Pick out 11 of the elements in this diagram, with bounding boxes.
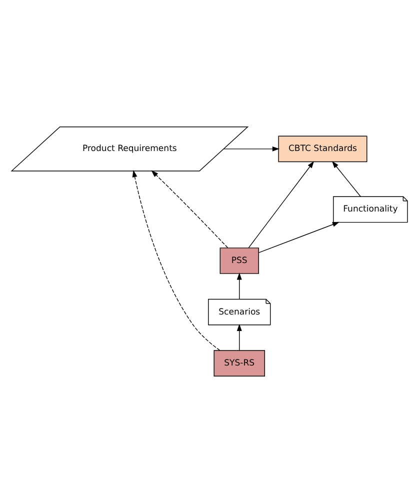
node-box: CBTC Standards (278, 135, 368, 162)
arrow (236, 323, 242, 350)
node-box: SYS-RS (214, 350, 266, 376)
arrow (248, 160, 314, 248)
arrow (258, 221, 340, 253)
arrow (332, 160, 361, 196)
arrow (132, 170, 220, 350)
arrow (151, 170, 228, 248)
arrow (223, 146, 280, 151)
node-box: PSS (220, 247, 259, 274)
arrow (236, 272, 242, 299)
